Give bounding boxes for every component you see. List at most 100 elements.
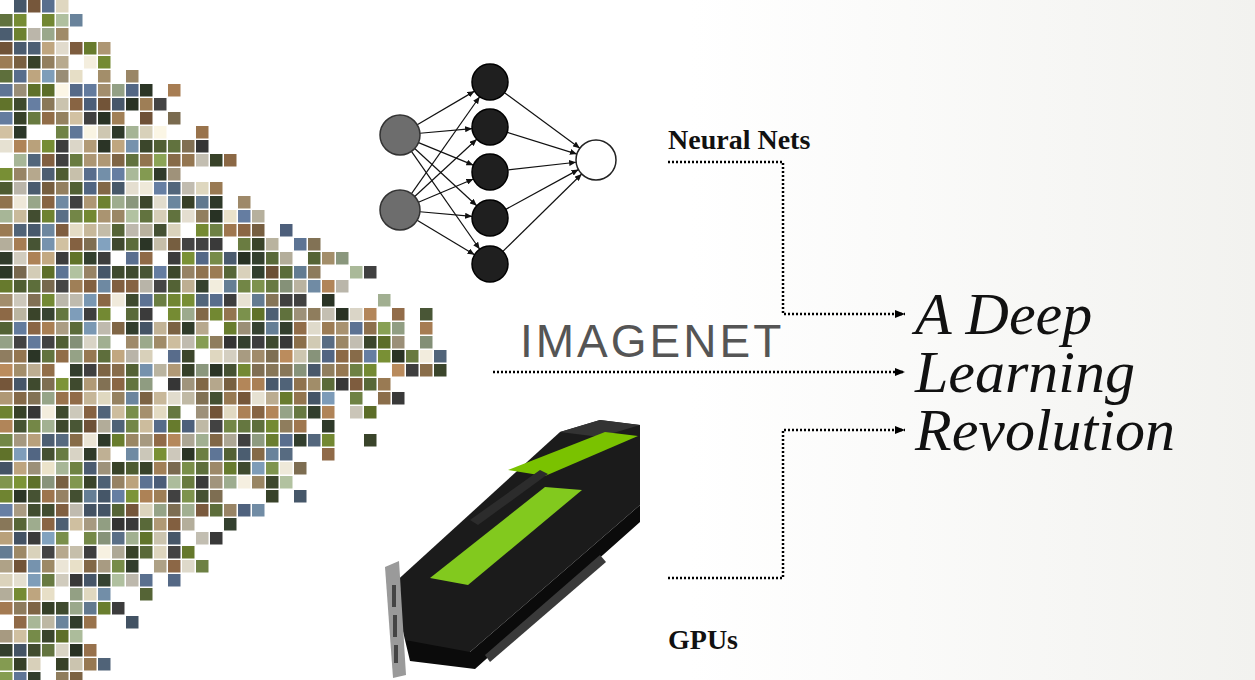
image-tile (84, 658, 97, 671)
image-tile (14, 224, 27, 237)
image-tile (182, 462, 195, 475)
image-tile (14, 378, 27, 391)
image-tile (70, 658, 83, 671)
image-tile (154, 546, 167, 559)
image-tile (420, 350, 433, 363)
image-tile (168, 322, 181, 335)
image-tile (308, 378, 321, 391)
dotted-arrow (668, 162, 905, 314)
image-tile (224, 266, 237, 279)
image-tile (168, 308, 181, 321)
image-tile (322, 406, 335, 419)
image-tile (14, 546, 27, 559)
image-tile (266, 476, 279, 489)
image-tile (42, 56, 55, 69)
gpu-card (385, 420, 640, 678)
image-tile (266, 308, 279, 321)
image-tile (84, 252, 97, 265)
image-tile (168, 462, 181, 475)
image-tile (196, 238, 209, 251)
image-tile (56, 294, 69, 307)
image-tile (28, 420, 41, 433)
image-tile (42, 154, 55, 167)
image-tile (154, 406, 167, 419)
image-tile (126, 308, 139, 321)
image-tile (0, 658, 13, 671)
image-tile (14, 588, 27, 601)
image-tile (140, 84, 153, 97)
image-tile (14, 658, 27, 671)
image-tile (14, 574, 27, 587)
image-tile (28, 294, 41, 307)
image-tile (28, 196, 41, 209)
image-tile (252, 364, 265, 377)
image-tile (294, 392, 307, 405)
image-tile (28, 0, 41, 13)
image-tile (252, 476, 265, 489)
image-tile (56, 406, 69, 419)
image-tile (112, 84, 125, 97)
image-tile (224, 322, 237, 335)
image-tile (182, 490, 195, 503)
image-tile (70, 168, 83, 181)
image-tile (154, 504, 167, 517)
image-tile (406, 364, 419, 377)
image-tile (84, 154, 97, 167)
image-tile (14, 308, 27, 321)
image-tile (0, 112, 13, 125)
image-tile (210, 490, 223, 503)
image-tile (56, 602, 69, 615)
image-tile (84, 546, 97, 559)
image-tile (308, 252, 321, 265)
image-tile (168, 154, 181, 167)
image-tile (182, 392, 195, 405)
image-tile (196, 364, 209, 377)
image-tile (182, 266, 195, 279)
image-tile (56, 252, 69, 265)
image-tile (280, 434, 293, 447)
image-tile (84, 532, 97, 545)
image-tile (140, 532, 153, 545)
image-tile (112, 378, 125, 391)
image-tile (42, 406, 55, 419)
image-tile (14, 490, 27, 503)
image-tile (14, 392, 27, 405)
image-tile (0, 224, 13, 237)
image-tile (42, 266, 55, 279)
image-tile (140, 154, 153, 167)
image-tile (56, 238, 69, 251)
image-tile (294, 434, 307, 447)
neuron-link (420, 129, 472, 134)
image-tile (14, 42, 27, 55)
image-tile (238, 350, 251, 363)
image-tile (0, 672, 13, 680)
image-tile (14, 294, 27, 307)
image-tile (112, 602, 125, 615)
image-tile (168, 518, 181, 531)
image-tile (168, 140, 181, 153)
image-tile (196, 322, 209, 335)
image-tile (56, 210, 69, 223)
image-tile (280, 266, 293, 279)
image-tile (266, 266, 279, 279)
image-tile (28, 266, 41, 279)
image-tile (252, 462, 265, 475)
image-tile (224, 350, 237, 363)
image-tile (210, 462, 223, 475)
image-tile (238, 238, 251, 251)
image-tile (84, 126, 97, 139)
image-tile (140, 392, 153, 405)
image-tile (84, 294, 97, 307)
image-tile (14, 420, 27, 433)
image-tile (0, 126, 13, 139)
image-tile (28, 532, 41, 545)
neuron-link (503, 174, 582, 251)
image-tile (98, 42, 111, 55)
image-tile (182, 420, 195, 433)
image-tile (350, 322, 363, 335)
result-label: A Deep Learning Revolution (905, 285, 1255, 459)
image-tile (112, 98, 125, 111)
image-tile (42, 448, 55, 461)
image-tile (0, 140, 13, 153)
